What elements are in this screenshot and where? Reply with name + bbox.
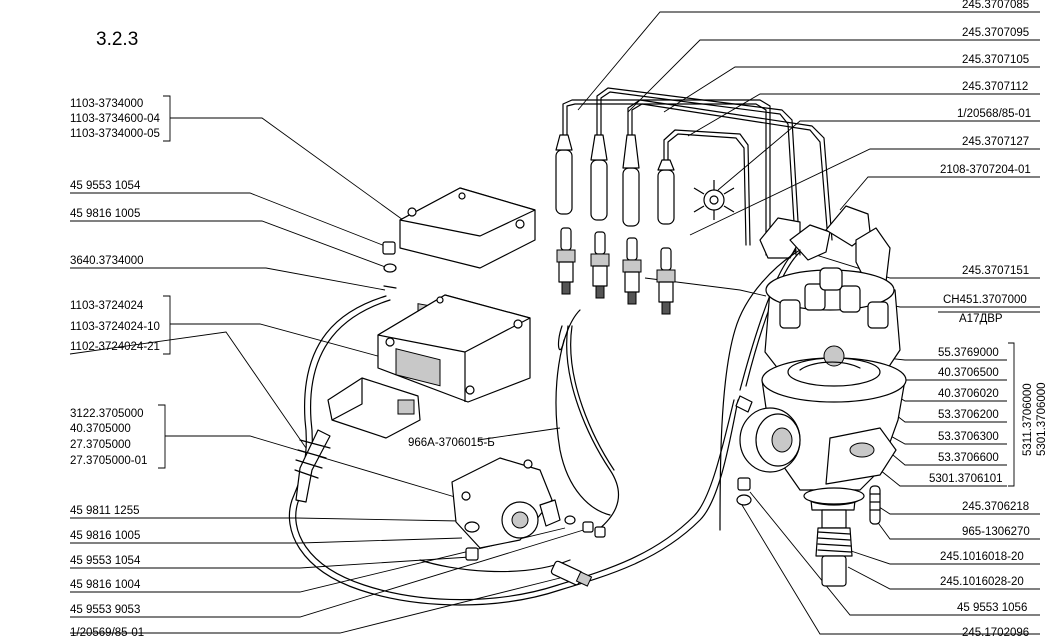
label-right-16: 5301.3706101 <box>929 473 1003 485</box>
wire-boot-2 <box>590 159 608 221</box>
wire-boot-4 <box>657 169 675 225</box>
spark-plug-3 <box>622 237 642 305</box>
label-right-10: 55.3769000 <box>938 347 999 359</box>
label-right-9: А17ДВР <box>959 313 1003 325</box>
label-left-18: 1/20569/85-01 <box>70 627 144 638</box>
label-left-14: 45 9816 1005 <box>70 530 140 542</box>
label-left-13: 45 9811 1255 <box>70 505 140 517</box>
label-right-22: 245.1702096 <box>962 627 1029 638</box>
label-right-14: 53.3706300 <box>938 431 999 443</box>
label-right-4: 1/20568/85-01 <box>957 108 1031 120</box>
label-right-15: 53.3706600 <box>938 452 999 464</box>
spark-plug-4 <box>656 247 676 315</box>
label-right-5: 245.3707127 <box>962 136 1029 148</box>
wire-plug <box>550 560 593 587</box>
spark-plugs <box>556 227 676 315</box>
label-right-3: 245.3707112 <box>962 81 1028 93</box>
label-left-12: 27.3705000-01 <box>70 455 147 467</box>
label-right-21: 45 9553 1056 <box>957 602 1027 614</box>
label-left-16: 45 9816 1004 <box>70 579 141 591</box>
left-labels: 1103-3734000 1103-3734600-04 1103-373400… <box>70 98 161 638</box>
wire-harness <box>288 249 801 606</box>
label-left-6: 1103-3724024 <box>70 300 144 312</box>
spark-plug-2 <box>590 231 610 299</box>
label-left-11: 27.3705000 <box>70 439 131 451</box>
label-left-9: 3122.3705000 <box>70 408 144 420</box>
harness-connector <box>327 377 421 439</box>
label-right-20: 245.1016028-20 <box>940 576 1024 588</box>
label-right-0: 245.3707085 <box>962 0 1029 11</box>
coil-wire <box>555 309 611 516</box>
ignition-wires <box>555 87 891 287</box>
label-left-17: 45 9553 9053 <box>70 604 140 616</box>
label-left-2: 1103-3734000-05 <box>70 128 160 140</box>
label-left-1: 1103-3734600-04 <box>70 113 161 125</box>
label-right-2: 245.3707105 <box>962 54 1029 66</box>
label-left-15: 45 9553 1054 <box>70 555 141 567</box>
hv-cable <box>719 249 801 531</box>
left-brackets <box>158 95 171 469</box>
right-bracket <box>1008 342 1015 487</box>
label-left-8: 1102-3724024-21 <box>70 341 160 353</box>
label-left-3: 45 9553 1054 <box>70 180 141 192</box>
spark-plug-1 <box>556 227 576 295</box>
label-left-5: 3640.3734000 <box>70 255 144 267</box>
label-right-12: 40.3706020 <box>938 388 999 400</box>
label-right-17: 245.3706218 <box>962 501 1029 513</box>
wire-boot-1 <box>555 149 573 215</box>
label-right-18: 965-1306270 <box>962 526 1030 538</box>
vacuum-advance <box>735 395 801 473</box>
label-right-11: 40.3706500 <box>938 367 999 379</box>
label-right-1: 245.3707095 <box>962 27 1029 39</box>
washers-distributor <box>736 477 752 506</box>
label-right-19: 245.1016018-20 <box>940 551 1024 563</box>
label-left-4: 45 9816 1005 <box>70 208 140 220</box>
washers-top <box>382 241 397 289</box>
section-number: 3.2.3 <box>96 29 138 50</box>
wire-boot-3 <box>622 167 640 227</box>
distributor <box>735 267 907 587</box>
label-left-0: 1103-3734000 <box>70 98 143 110</box>
label-right-8: СН451.3707000 <box>943 294 1027 306</box>
label-vertical-0: 5311.3706000 <box>1022 383 1034 456</box>
label-vertical-1: 5301.3706000 <box>1036 382 1046 456</box>
right-labels: 245.3707085 245.3707095 245.3707105 245.… <box>929 0 1031 638</box>
commutator-module <box>377 294 531 403</box>
wire-holder-clip <box>693 180 735 220</box>
label-right-7: 245.3707151 <box>962 265 1029 277</box>
label-right-13: 53.3706200 <box>938 409 999 421</box>
label-right-6: 2108-3707204-01 <box>940 164 1031 176</box>
knock-sensor <box>451 457 606 561</box>
label-center: 966А-3706015-Б <box>408 437 495 449</box>
label-left-7: 1103-3724024-10 <box>70 321 160 333</box>
label-left-10: 40.3705000 <box>70 423 131 435</box>
